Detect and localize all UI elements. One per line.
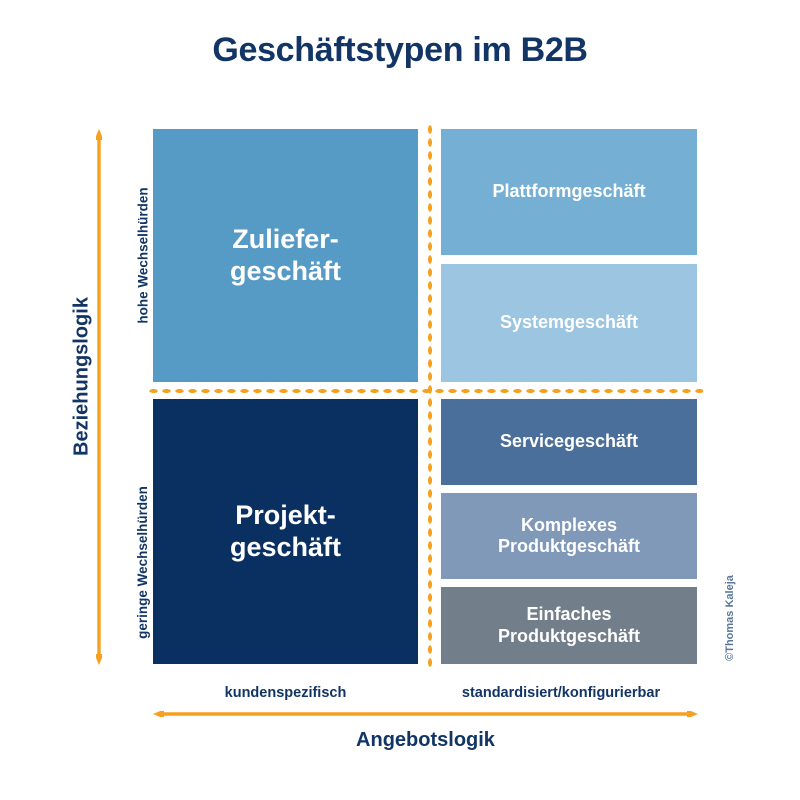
box-plattformgeschaeft-label: Plattformgeschäft (492, 181, 646, 202)
box-servicegeschaeft-label: Servicegeschäft (499, 431, 639, 452)
quadrant-projektgeschaeft-label: Projekt- geschäft (230, 500, 341, 564)
quadrant-zuliefergeschaeft[interactable]: Zuliefer- geschäft (153, 129, 418, 382)
box-plattformgeschaeft[interactable]: Plattformgeschäft (441, 129, 697, 255)
quadrant-projektgeschaeft[interactable]: Projekt- geschäft (153, 399, 418, 664)
y-axis-low-label: geringe Wechselhürden (135, 486, 150, 639)
page-title: Geschäftstypen im B2B (212, 31, 588, 69)
x-axis-right-label: standardisiert/konfigurierbar (461, 685, 661, 701)
label-line-2: geschäft (229, 255, 342, 286)
y-axis-arrow (96, 129, 102, 665)
x-axis-title: Angebotslogik (356, 729, 495, 751)
label-line-2: geschäft (229, 531, 342, 562)
horizontal-dotted-divider (147, 388, 703, 394)
box-systemgeschaeft-label: Systemgeschäft (499, 312, 639, 333)
x-axis-arrow (153, 711, 698, 717)
x-axis-left-label: kundenspezifisch (224, 685, 347, 701)
quadrant-zuliefergeschaeft-label: Zuliefer- geschäft (230, 224, 341, 288)
box-servicegeschaeft[interactable]: Servicegeschäft (441, 399, 697, 485)
box-komplexes-produktgeschaeft[interactable]: Komplexes Produktgeschäft (441, 493, 697, 579)
y-axis-high-label: hohe Wechselhürden (135, 187, 151, 324)
box-systemgeschaeft[interactable]: Systemgeschäft (441, 264, 697, 382)
matrix-grid: Zuliefer- geschäft Projekt- geschäft Pla… (147, 123, 703, 670)
box-einfaches-produktgeschaeft-label: Einfaches Produktgeschäft (498, 604, 640, 646)
label-line-1: Projekt- (235, 499, 336, 530)
label-line-1: Komplexes (520, 514, 618, 535)
label-line-1: Einfaches (526, 604, 612, 625)
vertical-dotted-divider (427, 123, 433, 670)
label-line-2: Produktgeschäft (497, 625, 641, 646)
label-line-2: Produktgeschäft (497, 536, 641, 556)
box-komplexes-produktgeschaeft-label: Komplexes Produktgeschäft (498, 515, 640, 557)
y-axis-title: Beziehungslogik (70, 297, 93, 456)
box-einfaches-produktgeschaeft[interactable]: Einfaches Produktgeschäft (441, 587, 697, 664)
copyright-credit: ©Thomas Kaleja (724, 575, 736, 661)
label-line-1: Zuliefer- (232, 223, 339, 254)
